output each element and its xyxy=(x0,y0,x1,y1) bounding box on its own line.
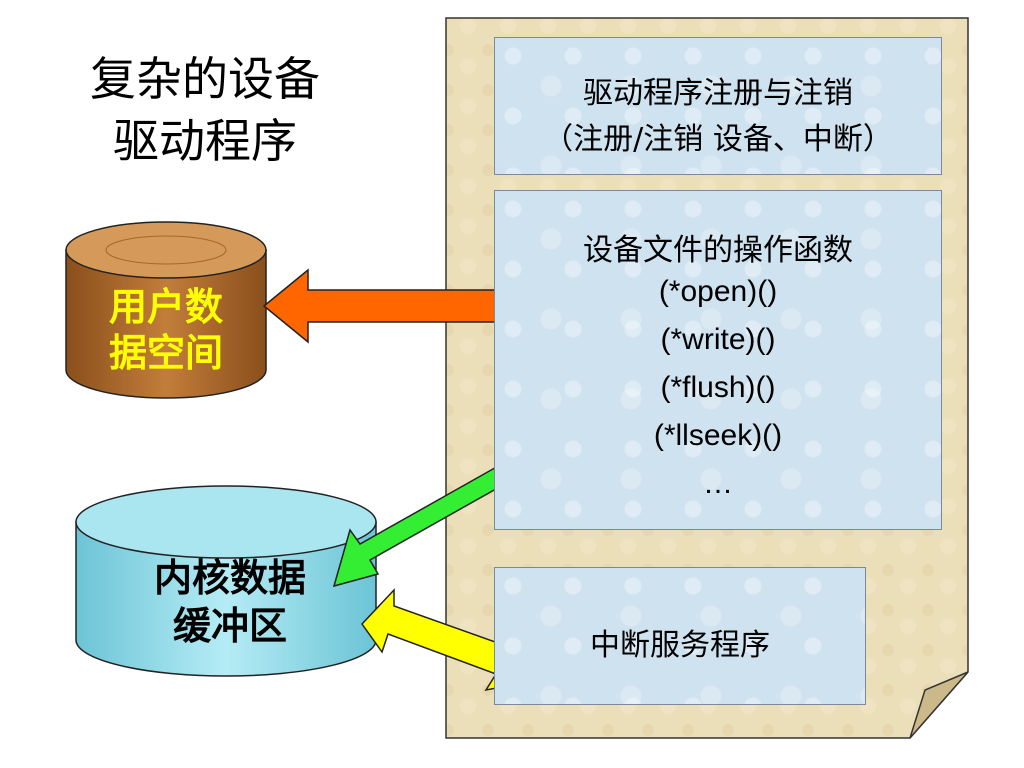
user-space-cylinder xyxy=(65,221,267,399)
ops-item-flush: (*flush)() xyxy=(660,371,776,404)
kernel-buffer-line: 内核数据 xyxy=(153,556,306,600)
kernel-buffer-cylinder xyxy=(75,485,377,677)
user-space-line: 用户数 xyxy=(108,285,223,329)
kernel-buffer-line: 缓冲区 xyxy=(172,604,287,648)
title-line: 驱动程序 xyxy=(113,114,297,168)
user-space-label: 用户数 据空间 xyxy=(64,284,268,376)
title-line: 复杂的设备 xyxy=(90,52,320,106)
ops-item-open: (*open)() xyxy=(658,275,778,308)
ops-item-write: (*write)() xyxy=(660,323,776,356)
register-box: 驱动程序注册与注销 （注册/注销 设备、中断） xyxy=(494,37,942,175)
register-title: 驱动程序注册与注销 xyxy=(583,76,853,111)
isr-label: 中断服务程序 xyxy=(590,628,770,663)
user-space-line: 据空间 xyxy=(108,331,223,375)
register-subtitle: （注册/注销 设备、中断） xyxy=(543,122,893,157)
ops-item-ellipsis: … xyxy=(703,467,733,500)
file-ops-title: 设备文件的操作函数 xyxy=(583,233,853,268)
ops-item-llseek: (*llseek)() xyxy=(653,419,783,452)
page-title: 复杂的设备 驱动程序 xyxy=(40,48,370,172)
file-ops-box: 设备文件的操作函数 (*open)() (*write)() (*flush)(… xyxy=(494,190,942,530)
kernel-buffer-label: 内核数据 缓冲区 xyxy=(100,554,360,650)
document-fold xyxy=(909,671,969,739)
isr-box: 中断服务程序 xyxy=(494,567,866,705)
